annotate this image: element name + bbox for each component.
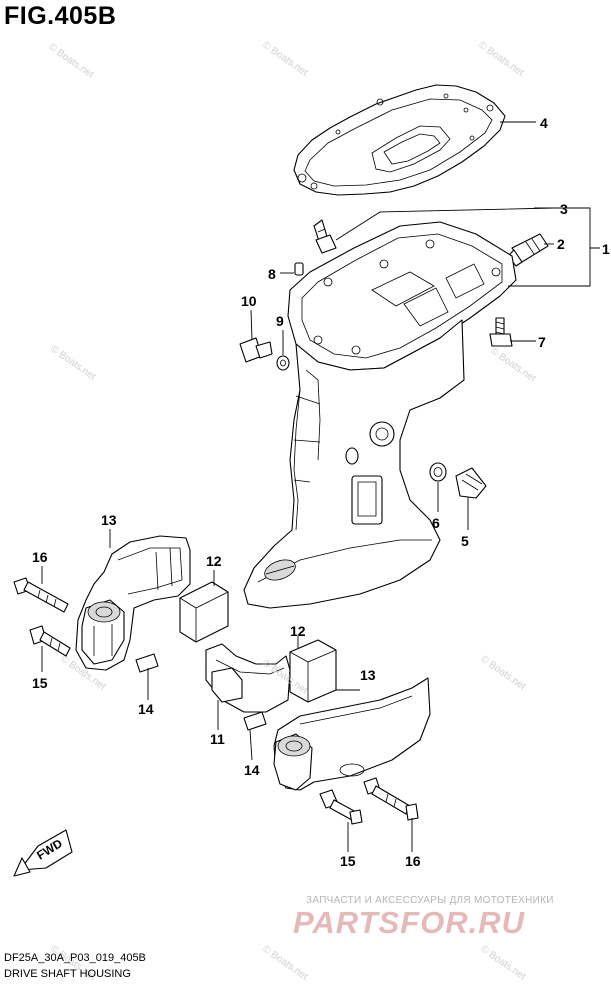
callout-15-left: 15	[32, 675, 48, 691]
callout-14-left: 14	[138, 701, 154, 717]
drive-shaft-housing-part	[243, 221, 517, 609]
bolt-part	[489, 317, 513, 347]
watermark: © Boats.net	[48, 343, 97, 382]
shop-caption: ЗАПЧАСТИ И АКСЕССУАРЫ ДЛЯ МОТОТЕХНИКИ	[306, 895, 554, 906]
dowel-pin-part	[294, 262, 304, 276]
watermark: © Boats.net	[478, 943, 527, 982]
watermark: © Boats.net	[488, 345, 537, 384]
callout-3: 3	[560, 201, 568, 217]
gasket-part	[293, 84, 506, 196]
callout-16-left: 16	[32, 549, 48, 565]
drain-plug-part	[239, 337, 273, 363]
callout-13-right: 13	[360, 667, 376, 683]
rubber-mount-lower-part	[289, 639, 337, 703]
model-code: DF25A_30A_P03_019_405B	[4, 952, 146, 964]
plug-part	[507, 233, 549, 267]
callout-numbers: 1 2 3 4 5 6 7 8 9 10 11 12 12 13 13 14 1…	[32, 115, 610, 869]
bolt-16-right-part	[363, 777, 419, 821]
figure-caption: DRIVE SHAFT HOUSING	[4, 968, 131, 980]
callout-14-right: 14	[244, 762, 260, 778]
oil-plug-part	[455, 467, 487, 499]
callout-1: 1	[602, 241, 610, 257]
figure-title: FIG.405B	[4, 2, 117, 30]
washer-part	[276, 355, 290, 371]
bolt-15-left-part	[29, 625, 71, 657]
callout-10: 10	[241, 293, 257, 309]
watermark: © Boats.net	[476, 39, 525, 78]
pin-14-left-part	[135, 653, 159, 673]
pin-14-right-part	[243, 711, 267, 731]
callout-2: 2	[557, 236, 565, 252]
breather-fitting-part	[313, 219, 337, 254]
callout-6: 6	[432, 515, 440, 531]
bolt-16-left-part	[13, 577, 69, 613]
watermark: © Boats.net	[260, 39, 309, 78]
watermark: © Boats.net	[46, 41, 95, 80]
callout-12-upper: 12	[206, 553, 222, 569]
rubber-mount-upper-part	[179, 581, 229, 643]
callout-7: 7	[538, 334, 546, 350]
watermark-layer: © Boats.net © Boats.net © Boats.net © Bo…	[46, 39, 537, 982]
seal-washer-part	[429, 462, 447, 482]
watermark: © Boats.net	[260, 943, 309, 982]
callout-15-right: 15	[340, 853, 356, 869]
callout-13-left: 13	[101, 512, 117, 528]
leader-lines	[41, 121, 600, 852]
mount-bracket-left-part	[75, 535, 191, 671]
mount-bracket-right-part	[273, 677, 431, 791]
callout-11: 11	[210, 731, 225, 747]
callout-12-lower: 12	[290, 623, 306, 639]
fwd-direction-badge: FWD	[13, 829, 73, 877]
callout-9: 9	[276, 313, 284, 329]
watermark: © Boats.net	[478, 653, 527, 692]
callout-4: 4	[540, 115, 548, 131]
bolt-15-right-part	[319, 789, 363, 825]
callout-16-right: 16	[405, 853, 421, 869]
shop-logo: PARTSFOR.RU	[293, 905, 526, 940]
callout-5: 5	[461, 533, 469, 549]
callout-8: 8	[268, 266, 276, 282]
